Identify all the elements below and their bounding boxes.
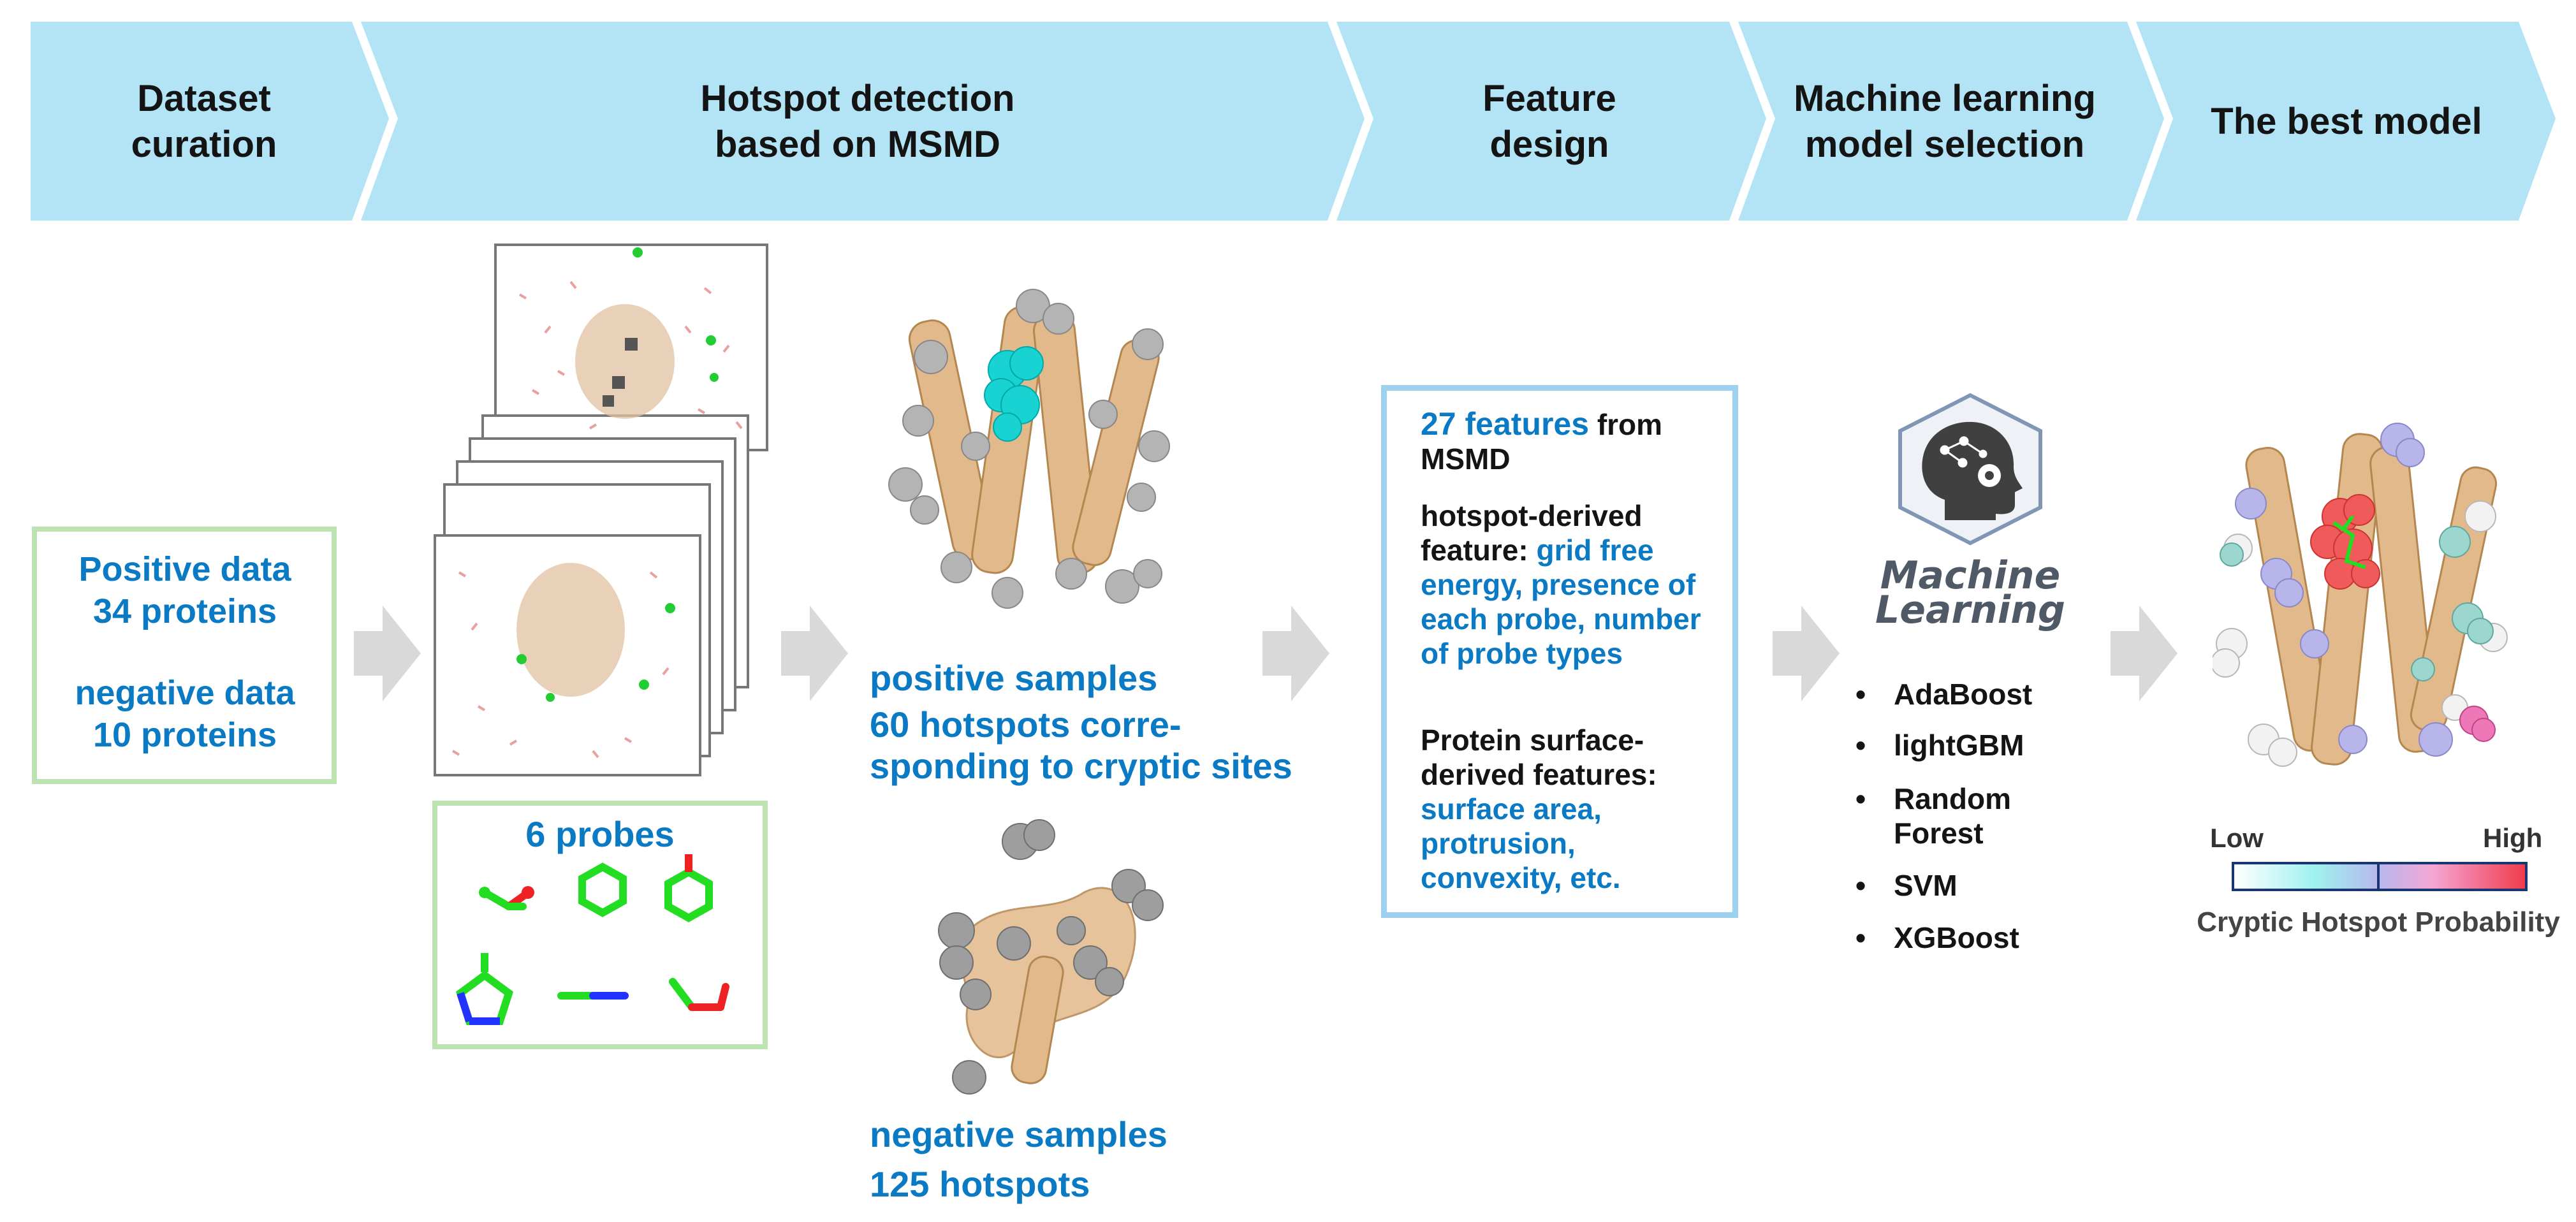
probe-dot-icon (516, 654, 527, 664)
ml-model-label: lightGBM (1894, 729, 2024, 762)
methanol-probe-icon (669, 978, 729, 1011)
bullet: • (1855, 921, 1866, 954)
chevron-dataset (31, 22, 389, 221)
process-header (31, 22, 2556, 221)
phenol-probe-icon (664, 854, 713, 922)
ml-model-svm: • SVM (1855, 868, 1958, 903)
step-label-dataset: Dataset curation (131, 78, 277, 165)
positive-samples-line2: 60 hotspots corre- (870, 704, 1182, 745)
logo-line2: Learning (1875, 588, 2065, 632)
scale-low-label: Low (2210, 823, 2264, 853)
flow-arrow-1 (354, 606, 421, 701)
feature-source: from MSMD (1421, 408, 1663, 476)
probe-dot-icon (639, 680, 649, 690)
feature-group-hotspot: hotspot-derived feature: grid free energ… (1421, 498, 1720, 671)
ligand-icon (2332, 515, 2366, 569)
ml-model-adaboost: • AdaBoost (1855, 677, 2032, 711)
hotspot-feature-heading: hotspot-derived feature: (1421, 499, 1643, 567)
probe-square-icon (625, 338, 638, 351)
positive-sample-protein (888, 289, 1170, 609)
chevron-ml (1738, 22, 2164, 221)
logo-line1: Machine (1880, 553, 2061, 598)
best-model-protein (2213, 423, 2508, 767)
step-label-best: The best model (2211, 101, 2482, 142)
probe-dot-icon (633, 247, 643, 258)
probe-dot-icon (546, 693, 555, 702)
isopropanol-probe-icon (479, 886, 534, 910)
step-label-feature: Feature design (1482, 78, 1616, 165)
surface-feature-heading: Protein surface-derived features: (1421, 724, 1657, 791)
ml-model-label: Random Forest (1894, 782, 2011, 850)
hotspot-lavender-spheres-icon (2235, 423, 2453, 757)
hotspot-cyan-spheres-icon (2220, 526, 2494, 681)
probe-dot-icon (706, 335, 716, 346)
hotspot-grey-spheres-icon (938, 819, 1164, 1095)
neural-network-icon (1940, 436, 1987, 468)
protein-cloud-icon (516, 563, 625, 697)
scale-high-label: High (2483, 823, 2543, 853)
features-box (1381, 385, 1738, 918)
probes-title: 6 probes (525, 814, 675, 854)
bullet: • (1855, 782, 1866, 815)
ml-model-xgboost: • XGBoost (1855, 920, 2019, 955)
water-molecules-icon (518, 280, 743, 430)
benzene-probe-icon (578, 862, 627, 917)
negative-sample-protein (938, 819, 1164, 1095)
bullet: • (1855, 869, 1866, 902)
hotspot-cyan-spheres-icon (984, 346, 1044, 442)
hotspot-red-spheres-icon (2310, 494, 2380, 590)
probability-colorbar (2232, 862, 2528, 891)
negative-samples-line1: negative samples (870, 1114, 1167, 1154)
gear-icon (1978, 464, 2001, 487)
flow-arrow-3 (1262, 606, 1329, 701)
ml-model-label: AdaBoost (1894, 678, 2033, 711)
hotspot-grey-spheres-icon (888, 289, 1170, 609)
chevron-feature (1336, 22, 1766, 221)
machine-learning-logo-icon (1898, 393, 2042, 546)
positive-data-line2: 34 proteins (92, 592, 277, 630)
bullet: • (1855, 729, 1866, 762)
step-label-ml: Machine learning model selection (1794, 78, 2096, 165)
negative-data-line2: 10 proteins (92, 716, 277, 754)
machine-learning-logo-text: Machine Learning (1875, 553, 2066, 632)
ml-model-label: XGBoost (1894, 921, 2019, 954)
step-label-hotspot: Hotspot detection based on MSMD (700, 78, 1015, 165)
chevron-hotspot (361, 22, 1365, 221)
imidazole-probe-icon (455, 953, 514, 1025)
ml-model-lightgbm: • lightGBM (1855, 728, 2024, 762)
feature-group-msmd: 27 features from MSMD (1421, 407, 1720, 476)
flow-arrow-4 (1773, 606, 1840, 701)
dataset-box (32, 527, 337, 784)
scale-caption: Cryptic Hotspot Probability (2197, 906, 2560, 938)
colorbar-center-tick (2377, 864, 2380, 889)
probe-dot-icon (665, 603, 675, 613)
surface-feature-list: surface area, protrusion, convexity, etc… (1421, 792, 1621, 894)
ml-model-label: SVM (1894, 869, 1958, 902)
ml-model-random-forest: • Random Forest (1855, 782, 2011, 850)
positive-data-line1: Positive data (78, 550, 291, 588)
feature-count: 27 features (1421, 406, 1590, 442)
negative-data-line1: negative data (75, 674, 295, 712)
water-molecules-icon (451, 571, 670, 759)
probe-dot-icon (710, 373, 719, 382)
hotspot-feature-list: grid free energy, presence of each probe… (1421, 534, 1701, 670)
feature-group-surface: Protein surface-derived features: surfac… (1421, 723, 1720, 895)
probe-square-icon (603, 395, 614, 407)
flow-arrow-2 (781, 606, 848, 701)
chevron-best (2136, 22, 2556, 221)
positive-samples-line3: sponding to cryptic sites (870, 746, 1292, 786)
negative-samples-line2: 125 hotspots (870, 1164, 1090, 1204)
simulation-frame-top-content (518, 247, 743, 430)
simulation-frame-1-content (451, 563, 675, 759)
probe-square-icon (612, 376, 625, 389)
positive-samples-line1: positive samples (870, 658, 1158, 698)
hotspot-pink-spheres-icon (2459, 706, 2496, 742)
probe-structures (455, 854, 729, 1025)
flow-arrow-5 (2111, 606, 2177, 701)
bullet: • (1855, 678, 1866, 711)
protein-cloud-icon (575, 304, 675, 419)
